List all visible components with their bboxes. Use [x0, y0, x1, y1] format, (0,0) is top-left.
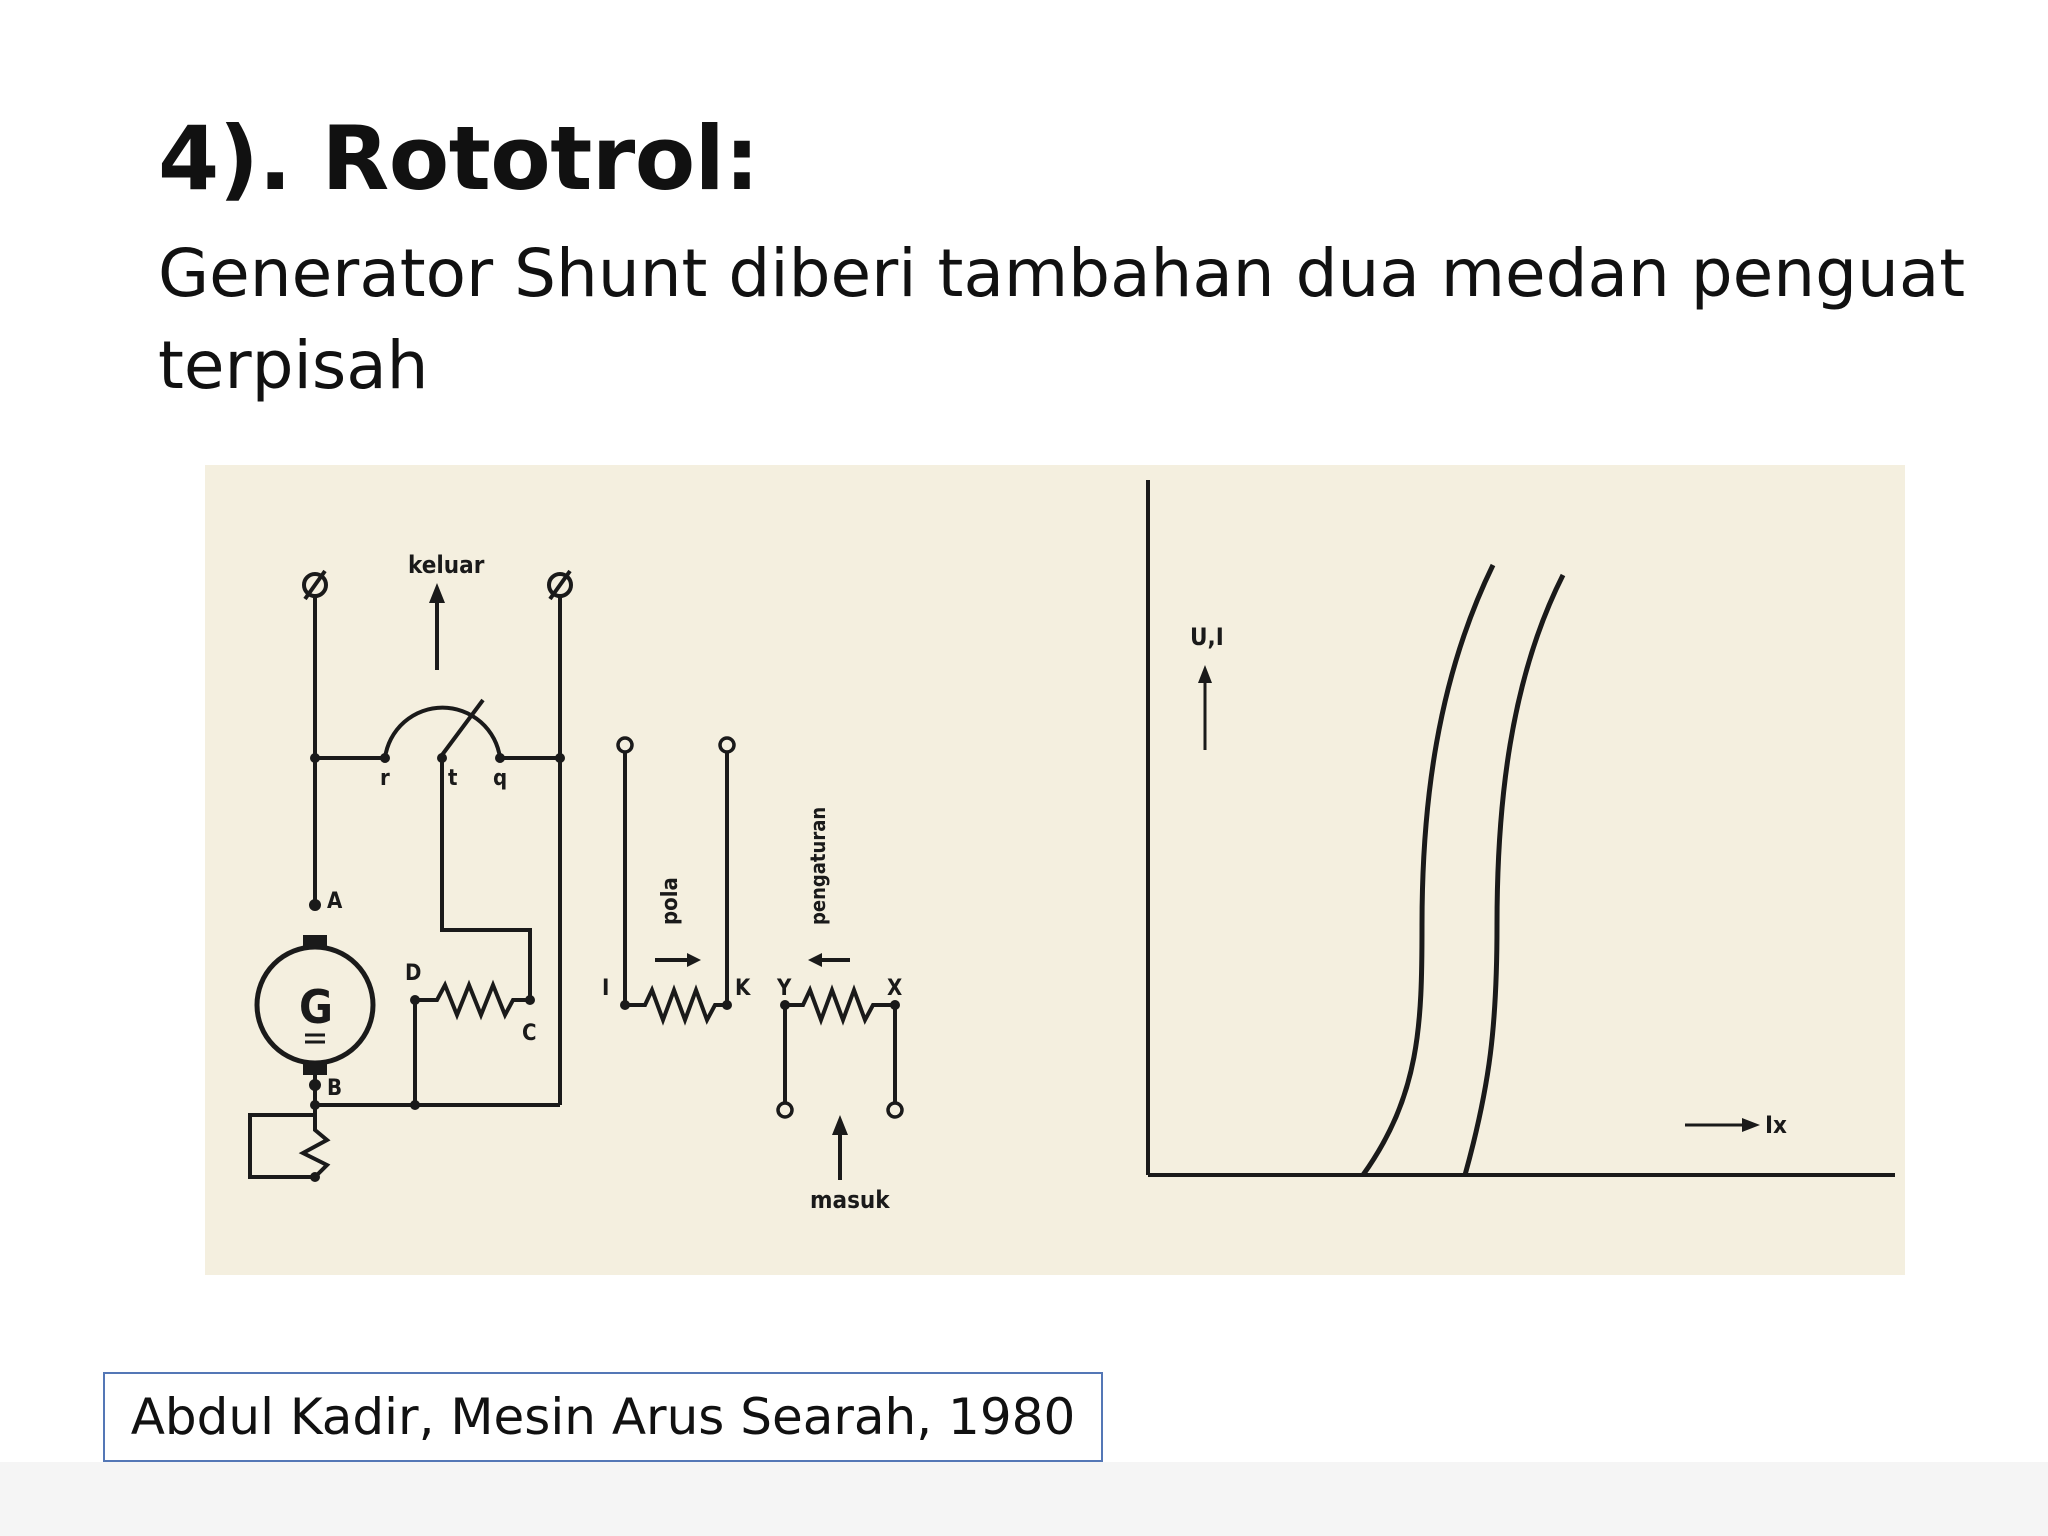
pola-top-terminal-right — [718, 736, 736, 754]
figure-paper — [205, 465, 1905, 1275]
output-arrow-head — [429, 583, 445, 603]
characteristic-curve-2 — [1462, 573, 1566, 1176]
graph-x-axis-label: Ix — [1765, 1111, 1787, 1139]
pengaturan-resistor — [785, 984, 895, 1026]
output-terminal-left — [302, 572, 328, 598]
generator-label: G — [299, 980, 333, 1034]
node-label-d: D — [405, 961, 421, 986]
pengaturan-label: pengaturan — [806, 807, 830, 925]
node-label-a: A — [327, 889, 343, 914]
pola-arrow-head — [687, 953, 701, 967]
slide-subtitle: Generator Shunt diberi tambahan dua meda… — [158, 235, 1966, 404]
node-label-b: B — [327, 1076, 342, 1101]
characteristic-graph — [1146, 480, 1895, 1177]
node-label-k: K — [735, 976, 751, 1001]
bottom-band — [0, 1462, 2048, 1536]
pengaturan-arrow-head — [808, 953, 822, 967]
figure-svg: keluar r t q A D C B G I K Y X pola peng… — [205, 465, 1905, 1275]
open-terminals — [616, 736, 904, 1119]
slide-title: 4). Rototrol: — [158, 107, 760, 210]
wire-t-to-c — [440, 758, 532, 1000]
pola-label: pola — [658, 877, 683, 925]
pengaturan-bottom-terminal-right — [886, 1101, 904, 1119]
figure-scan: keluar r t q A D C B G I K Y X pola peng… — [205, 465, 1905, 1275]
potentiometer-wiper — [440, 698, 485, 757]
y-label-arrow-head — [1198, 665, 1212, 683]
node-label-q: q — [493, 766, 507, 791]
citation-text: Abdul Kadir, Mesin Arus Searah, 1980 — [130, 1388, 1076, 1446]
graph-y-axis-label: U,I — [1190, 623, 1224, 651]
pola-top-terminal — [616, 736, 634, 754]
node-label-y: Y — [776, 976, 792, 1001]
potentiometer-arc — [383, 705, 502, 759]
node-label-i: I — [602, 976, 609, 1001]
output-terminal-right — [547, 572, 573, 598]
node-label-c: C — [522, 1021, 537, 1046]
generator-bottom-brush — [303, 1063, 327, 1075]
output-label: keluar — [408, 551, 485, 579]
series-field-coil — [298, 1115, 331, 1179]
input-label: masuk — [810, 1186, 890, 1214]
input-arrow-head — [832, 1115, 848, 1135]
node-label-r: r — [380, 766, 390, 791]
node-label-x: X — [887, 976, 902, 1001]
characteristic-curve-1 — [1360, 563, 1496, 1177]
citation-box: Abdul Kadir, Mesin Arus Searah, 1980 — [103, 1372, 1103, 1462]
resistor-dc — [415, 979, 530, 1021]
junction-dots — [303, 583, 900, 1182]
series-field-loop — [248, 1105, 317, 1179]
output-terminals — [302, 569, 573, 601]
pola-resistor — [625, 984, 727, 1026]
node-label-t: t — [448, 766, 458, 791]
pengaturan-bottom-terminal — [776, 1101, 794, 1119]
generator-top-brush — [303, 935, 327, 947]
x-label-arrow-head — [1742, 1118, 1760, 1132]
